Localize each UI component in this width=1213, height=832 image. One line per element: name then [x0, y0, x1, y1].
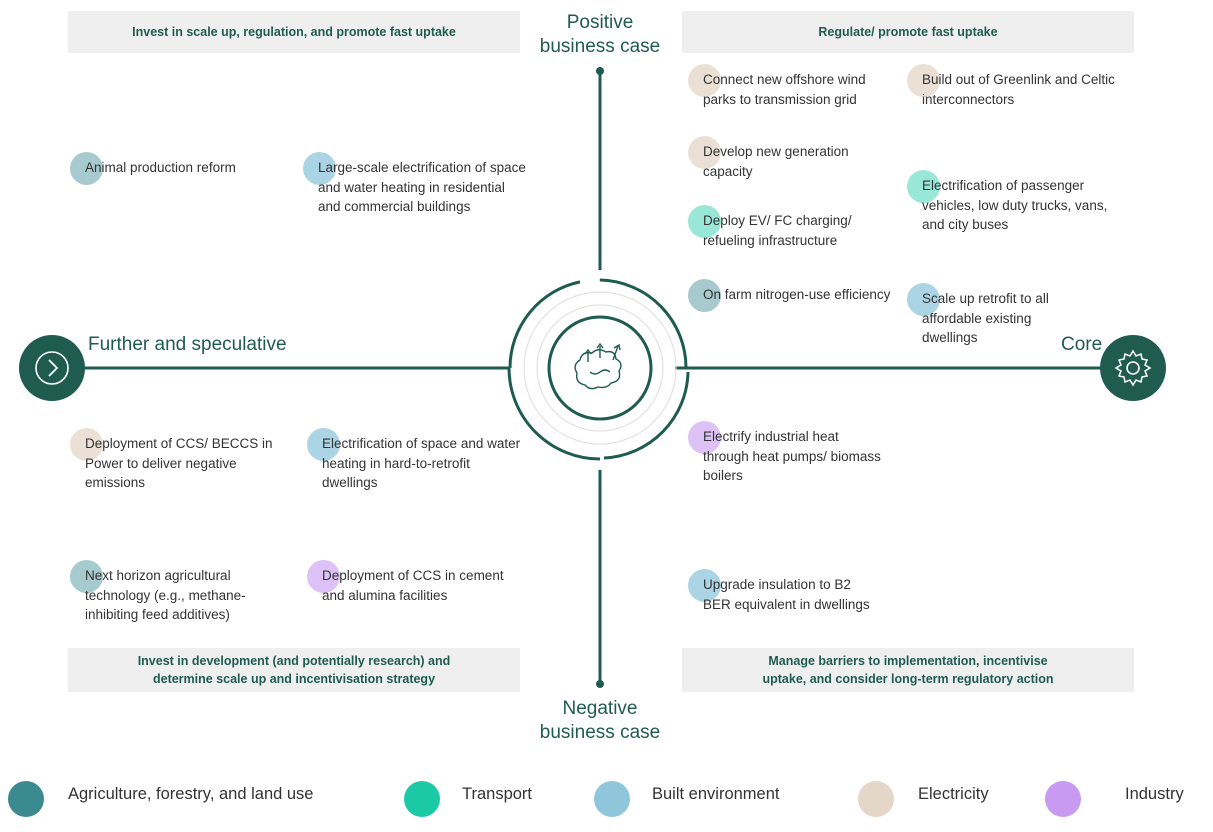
item-next-horizon-agriculture: Next horizon agricultural technology (e.… — [70, 560, 290, 625]
built-environment-dot — [688, 569, 721, 602]
legend-transport-dot — [404, 781, 440, 817]
electricity-dot — [70, 428, 103, 461]
item-new-generation: Develop new generation capacity — [688, 136, 893, 181]
agriculture-dot — [70, 152, 103, 185]
transport-dot — [907, 170, 940, 203]
item-greenlink: Build out of Greenlink and Celtic interc… — [907, 64, 1122, 109]
built-environment-dot — [303, 152, 336, 185]
banner-bottom-right-line2: uptake, and consider long-term regulator… — [762, 672, 1054, 686]
axis-label-right: Core — [1061, 334, 1103, 355]
legend-built-environment-dot — [594, 781, 630, 817]
banner-bottom-left-line2: determine scale up and incentivisation s… — [152, 672, 436, 686]
legend-industry-label: Industry — [1125, 785, 1184, 803]
brain-growth-icon — [574, 342, 622, 390]
banner-bottom-left: Invest in development (and potentially r… — [68, 648, 520, 692]
item-industrial-heat: Electrify industrial heat through heat p… — [688, 421, 883, 486]
legend-built-environment-label: Built environment — [652, 785, 780, 803]
agriculture-dot — [688, 279, 721, 312]
transport-dot — [688, 205, 721, 238]
item-large-scale-electrification: Large-scale electrification of space and… — [303, 152, 528, 217]
legend: Agriculture, forestry, and land use Tran… — [0, 776, 1213, 826]
banner-bottom-right-line1: Manage barriers to implementation, incen… — [768, 653, 1048, 668]
legend-transport-label: Transport — [462, 785, 532, 803]
axis-label-top: Positive business case — [530, 11, 670, 59]
electricity-dot — [688, 136, 721, 169]
axis-end-bottom — [596, 680, 604, 688]
legend-industry-dot — [1045, 781, 1081, 817]
industry-dot — [307, 560, 340, 593]
banner-top-left-text: Invest in scale up, regulation, and prom… — [132, 24, 456, 39]
left-circle-badge — [19, 335, 85, 401]
banner-bottom-right: Manage barriers to implementation, incen… — [682, 648, 1134, 692]
item-ccs-beccs-power: Deployment of CCS/ BECCS in Power to del… — [70, 428, 290, 493]
item-animal-production: Animal production reform — [70, 152, 275, 185]
axis-label-top-line2: business case — [539, 35, 661, 57]
axis-end-top — [596, 67, 604, 75]
gear-icon — [1100, 335, 1166, 401]
legend-electricity-label: Electricity — [918, 785, 989, 803]
industry-dot — [688, 421, 721, 454]
legend-agriculture-dot — [8, 781, 44, 817]
agriculture-dot — [70, 560, 103, 593]
banner-top-right: Regulate/ promote fast uptake — [682, 11, 1134, 53]
built-environment-dot — [907, 283, 940, 316]
axis-label-bottom-line1: Negative — [562, 698, 638, 719]
item-nitrogen-efficiency: On farm nitrogen-use efficiency — [688, 279, 893, 312]
banner-top-right-text: Regulate/ promote fast uptake — [818, 24, 998, 39]
item-offshore-wind: Connect new offshore wind parks to trans… — [688, 64, 898, 109]
electricity-dot — [907, 64, 940, 97]
center-rings — [507, 278, 690, 461]
legend-electricity-dot — [858, 781, 894, 817]
axis-label-left: Further and speculative — [88, 334, 287, 355]
axis-label-top-line1: Positive — [566, 12, 634, 33]
item-scale-up-retrofit: Scale up retrofit to all affordable exis… — [907, 283, 1087, 348]
banner-bottom-left-line1: Invest in development (and potentially r… — [137, 653, 451, 668]
electricity-dot — [688, 64, 721, 97]
item-ccs-cement: Deployment of CCS in cement and alumina … — [307, 560, 507, 605]
item-hard-to-retrofit: Electrification of space and water heati… — [307, 428, 527, 493]
item-ev-charging: Deploy EV/ FC charging/ refueling infras… — [688, 205, 898, 250]
built-environment-dot — [307, 428, 340, 461]
axis-label-bottom: Negative business case — [530, 697, 670, 745]
item-passenger-vehicles: Electrification of passenger vehicles, l… — [907, 170, 1132, 235]
legend-agriculture-label: Agriculture, forestry, and land use — [68, 785, 314, 803]
item-upgrade-insulation: Upgrade insulation to B2 BER equivalent … — [688, 569, 873, 614]
banner-top-left: Invest in scale up, regulation, and prom… — [68, 11, 520, 53]
axis-label-bottom-line2: business case — [539, 721, 661, 743]
